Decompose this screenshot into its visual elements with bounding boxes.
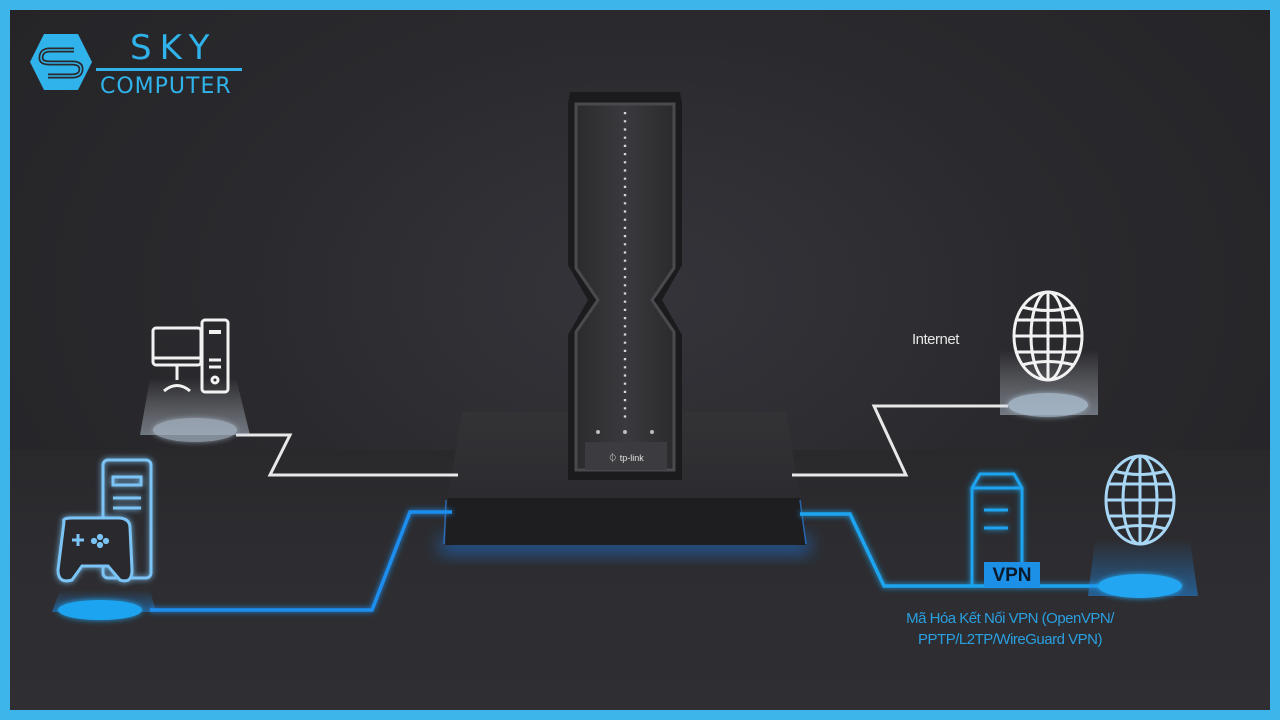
brand-line1: SKY [130, 28, 218, 68]
sky-logo-icon [30, 34, 92, 90]
vpn-globe-node [1088, 454, 1198, 598]
vpn-badge: VPN [984, 562, 1040, 588]
vpn-caption-line2: PPTP/L2TP/WireGuard VPN) [918, 631, 1102, 648]
vpn-caption-line1: Mã Hóa Kết Nối VPN (OpenVPN/ [906, 610, 1114, 627]
tp-link-logo: ⏀ tp-link [608, 452, 644, 463]
vpn-caption: Mã Hóa Kết Nối VPN (OpenVPN/ PPTP/L2TP/W… [880, 608, 1140, 650]
router-tower: ⏀ tp-link [568, 92, 682, 480]
platform-front [445, 498, 806, 545]
pc-node [140, 318, 250, 442]
wire-pc [236, 433, 458, 477]
gaming-node [52, 458, 156, 620]
globe-icon [1104, 454, 1176, 546]
scene-canvas: ⏀ tp-link [10, 10, 1270, 710]
internet-node [1000, 290, 1098, 417]
wire-internet [792, 404, 1008, 477]
wire-vpn [800, 512, 1115, 588]
gamepad-tower-icon [56, 458, 153, 583]
server-icon [970, 472, 1024, 585]
brand-divider [96, 68, 242, 71]
sky-computer-logo: SKY COMPUTER [28, 28, 248, 100]
brand-line2: COMPUTER [100, 74, 232, 99]
network-diagram: ⏀ tp-link [52, 92, 1198, 620]
desktop-computer-icon [151, 318, 230, 394]
wire-gaming [150, 510, 452, 612]
internet-label: Internet [912, 331, 959, 348]
globe-icon [1012, 290, 1084, 382]
